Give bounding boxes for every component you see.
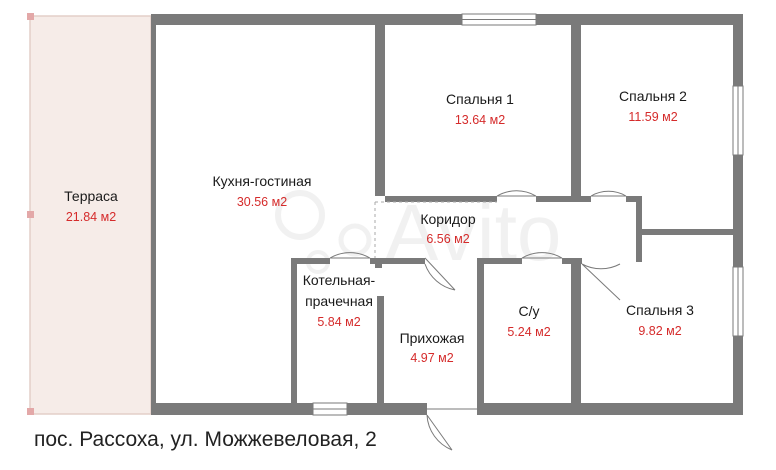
wc-name: С/у: [519, 303, 540, 319]
door-boiler: [329, 252, 371, 259]
kitchen-name: Кухня-гостиная: [212, 173, 311, 189]
doors: [329, 190, 627, 451]
door-entrance: [426, 408, 477, 451]
bedroom2-name: Спальня 2: [619, 88, 687, 104]
hall-name: Прихожая: [400, 330, 465, 346]
boiler-name-line2: прачечная: [305, 293, 373, 309]
bedroom2-area-value: 11.59 м2: [628, 110, 677, 124]
door-bedroom2: [590, 190, 627, 197]
terrace-area-value: 21.84 м2: [66, 210, 116, 224]
wc-area-value: 5.24 м2: [507, 325, 550, 339]
terrace-post-markers: [27, 13, 34, 415]
boiler-name-line1: Котельная-: [303, 272, 376, 288]
corridor-opening: [374, 201, 497, 258]
door-bedroom3: [581, 263, 621, 301]
corridor-area-value: 6.56 м2: [426, 232, 469, 246]
address-caption: пос. Рассоха, ул. Можжевеловая, 2: [34, 428, 377, 451]
kitchen-area-value: 30.56 м2: [237, 195, 287, 209]
door-bedroom1: [496, 190, 537, 197]
bedroom3-area-value: 9.82 м2: [638, 324, 681, 338]
room-labels: Терраса 21.84 м2 Кухня-гостиная 30.56 м2…: [64, 88, 694, 365]
walls: [151, 14, 743, 415]
bedroom1-area-value: 13.64 м2: [455, 113, 505, 127]
bedroom1-name: Спальня 1: [446, 91, 514, 107]
door-wc: [521, 252, 563, 259]
hall-area-value: 4.97 м2: [410, 351, 453, 365]
terrace-name: Терраса: [64, 188, 118, 204]
corridor-name: Коридор: [420, 211, 476, 227]
door-hall: [424, 257, 456, 291]
bedroom3-name: Спальня 3: [626, 302, 694, 318]
windows: [312, 13, 744, 416]
boiler-area-value: 5.84 м2: [317, 315, 360, 329]
